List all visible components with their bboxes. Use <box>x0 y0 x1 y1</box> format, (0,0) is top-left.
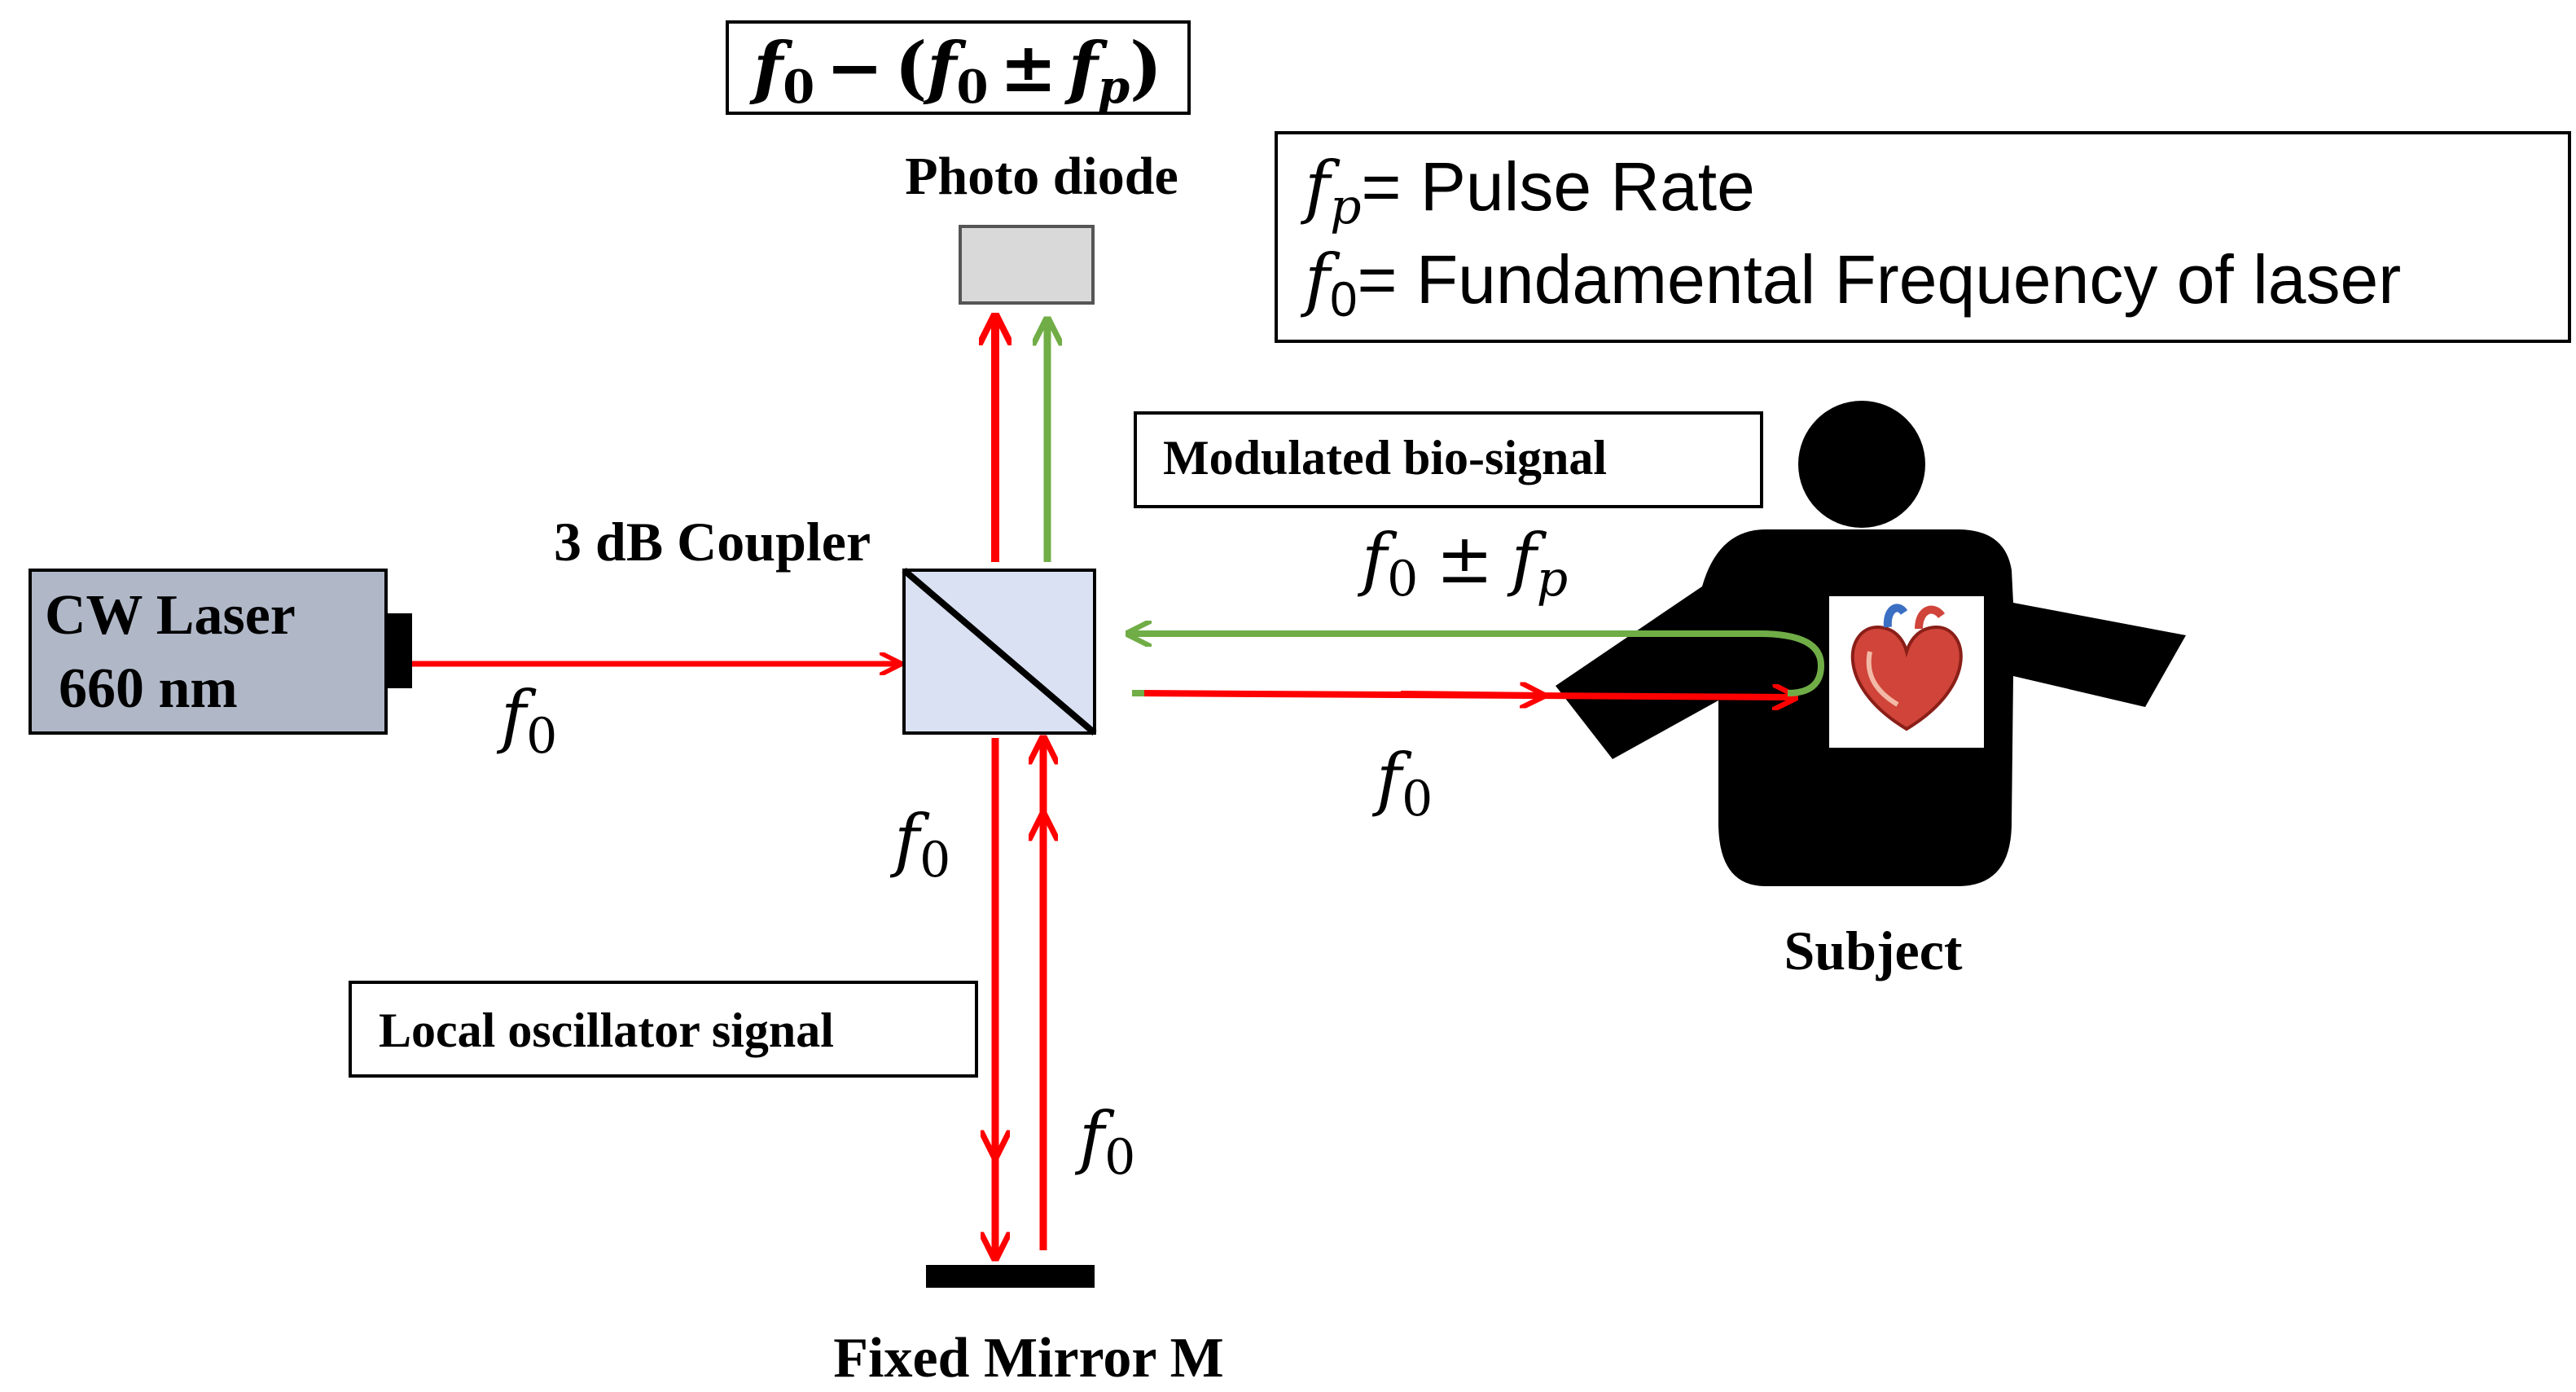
subject-label: Subject <box>1784 920 1962 981</box>
equation-box: f0−(f0±fp) <box>726 20 1191 115</box>
freq-label-modulated: f0±fp <box>1357 519 1568 608</box>
coupler-3db <box>902 567 1097 736</box>
local-oscillator-label: Local oscillator signal <box>379 1003 834 1057</box>
mirror-label: Fixed Mirror M <box>833 1327 1223 1390</box>
photodiode <box>959 225 1095 305</box>
modulated-bio-signal-box: Modulated bio-signal <box>1134 411 1763 508</box>
local-oscillator-box: Local oscillator signal <box>349 981 978 1078</box>
legend-pulse-rate: fp= Pulse Rate <box>1300 147 1755 235</box>
photodiode-label: Photo diode <box>905 147 1178 206</box>
coupler-label: 3 dB Coupler <box>554 511 871 573</box>
beam-to-subject-mid-arrow <box>1400 694 1543 696</box>
beam-reflect-loop <box>1758 630 1825 696</box>
laser-label-line1: CW Laser <box>45 584 296 647</box>
freq-label-subject: f0 <box>1371 739 1433 828</box>
heart-image <box>1829 596 1984 748</box>
freq-label-down: f0 <box>889 800 950 889</box>
laser-label-line2: 660 nm <box>59 657 238 720</box>
legend-fundamental-frequency: f0= Fundamental Frequency of laser <box>1300 239 2401 327</box>
modulated-bio-signal-label: Modulated bio-signal <box>1163 431 1607 485</box>
freq-label-mirror: f0 <box>1074 1097 1135 1186</box>
freq-label-laser: f0 <box>496 676 557 765</box>
legend-box: fp= Pulse Rate f0= Fundamental Frequency… <box>1275 131 2571 343</box>
fixed-mirror <box>926 1265 1095 1288</box>
cw-laser: CW Laser 660 nm <box>29 569 412 735</box>
equation-text: f0−(f0±fp) <box>749 27 1162 114</box>
